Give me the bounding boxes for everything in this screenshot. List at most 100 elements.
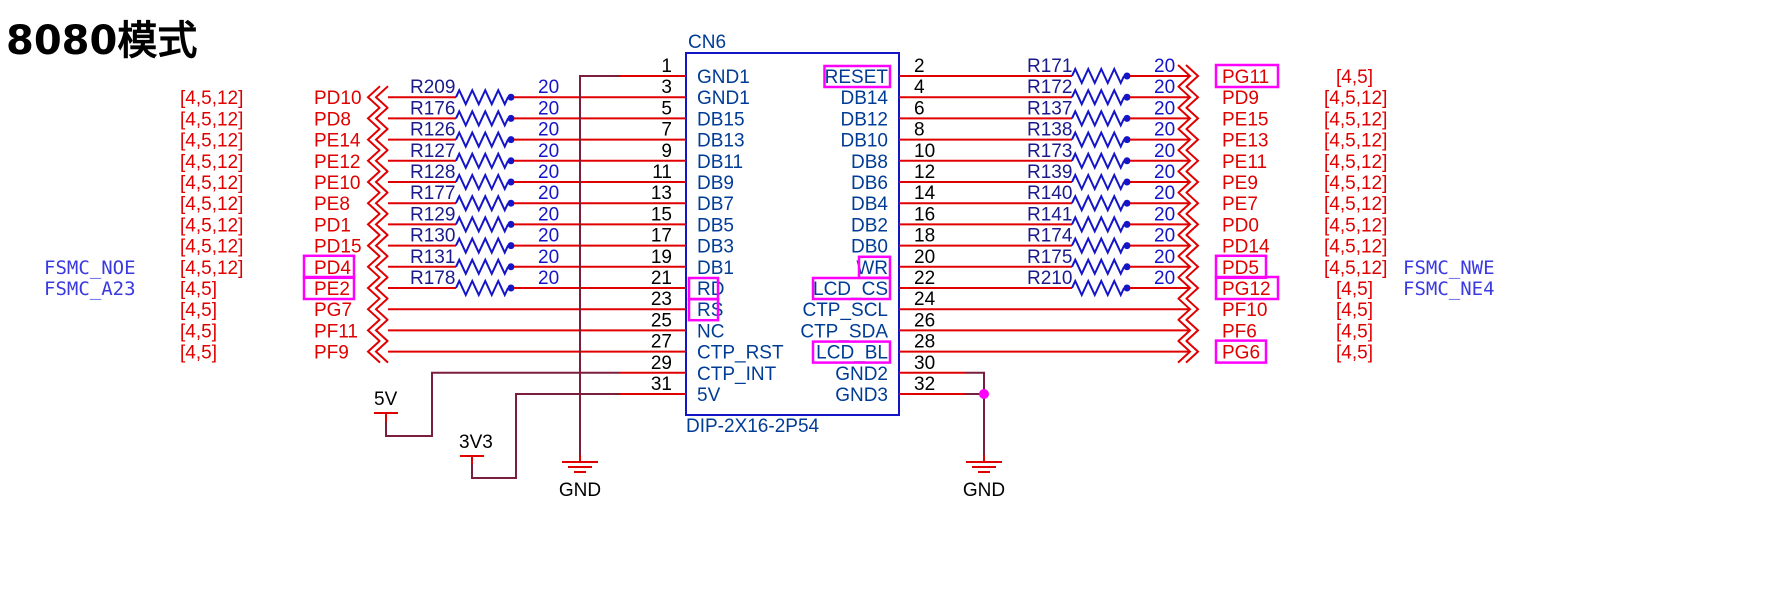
- sheet-ref: [4,5]: [1336, 343, 1373, 364]
- power-5v-label: 5V: [374, 389, 398, 410]
- pin-number: 15: [651, 204, 672, 225]
- resistor-ref: R139: [1027, 162, 1072, 183]
- power-5v-wire: [385, 371, 620, 437]
- resistor-ref: R137: [1027, 98, 1072, 119]
- resistor-terminal-dot: [1123, 114, 1131, 122]
- net-label: PD5: [1222, 258, 1259, 279]
- pin-number: 10: [914, 141, 935, 162]
- net-label: PD1: [314, 215, 351, 236]
- pin-name: DB3: [697, 237, 734, 258]
- pin-number: 20: [914, 247, 935, 268]
- resistor-value: 20: [1154, 120, 1175, 141]
- resistor-symbol: [455, 193, 509, 213]
- pin-number: 27: [651, 332, 672, 353]
- resistor-terminal-dot: [507, 93, 515, 101]
- resistor-value: 20: [538, 183, 559, 204]
- resistor-symbol: [1071, 109, 1125, 128]
- power-3v3-label: 3V3: [459, 432, 493, 453]
- pin-number: 28: [914, 332, 935, 353]
- sheet-ref: [4,5,12]: [180, 237, 243, 258]
- pin-name: GND1: [697, 88, 750, 109]
- pin-number: 23: [651, 289, 672, 310]
- sheet-ref: [4,5,12]: [1324, 88, 1387, 109]
- net-port-chevron: [366, 85, 389, 109]
- resistor-symbol: [455, 109, 509, 128]
- resistor-value: 20: [538, 98, 559, 119]
- pin-name: DB10: [840, 131, 888, 152]
- gnd-wire: [965, 371, 985, 455]
- page-title: 8080模式: [6, 18, 198, 64]
- net-port-chevron: [366, 233, 389, 258]
- resistor-ref: R173: [1027, 141, 1072, 162]
- resistor-value: 20: [538, 204, 559, 225]
- pin-highlight-box: [811, 276, 892, 301]
- resistor-value: 20: [538, 77, 559, 98]
- resistor-symbol: [455, 215, 509, 234]
- pin-number: 17: [651, 226, 672, 247]
- net-label: PG7: [314, 300, 352, 321]
- sheet-ref: [4,5]: [180, 300, 217, 321]
- resistor-symbol: [1071, 236, 1125, 255]
- net-port-chevron: [366, 170, 389, 194]
- fsmc-signal-label: FSMC_NOE: [44, 257, 136, 279]
- resistor-value: 20: [1154, 77, 1175, 98]
- sheet-ref: [4,5,12]: [1324, 237, 1387, 258]
- pin-number: 22: [914, 268, 935, 289]
- fsmc-signal-label: FSMC_A23: [44, 278, 136, 300]
- resistor-terminal-dot: [507, 263, 515, 271]
- resistor-terminal-dot: [507, 157, 515, 165]
- pin-name: DB13: [697, 131, 745, 152]
- resistor-terminal-dot: [1123, 93, 1131, 101]
- resistor-value: 20: [1154, 247, 1175, 268]
- resistor-terminal-dot: [507, 242, 515, 250]
- pin-number: 14: [914, 183, 936, 204]
- pin-number: 24: [914, 289, 936, 310]
- resistor-value: 20: [1154, 204, 1175, 225]
- pin-number: 21: [651, 268, 672, 289]
- resistor-symbol: [455, 130, 509, 149]
- pin-name: DB4: [851, 194, 888, 215]
- pin-number: 25: [651, 310, 672, 331]
- connector-body: [685, 52, 900, 416]
- connector-part: DIP-2X16-2P54: [686, 416, 820, 437]
- pin-name: DB14: [840, 88, 888, 109]
- net-port-chevron: [366, 297, 389, 321]
- net-port-chevron: [366, 318, 389, 343]
- sheet-ref: [4,5,12]: [180, 152, 243, 173]
- pin-number: 18: [914, 226, 935, 247]
- pin-number: 29: [651, 353, 672, 374]
- pin-number: 5: [661, 98, 672, 119]
- net-label: PD15: [314, 237, 362, 258]
- resistor-terminal-dot: [507, 114, 515, 122]
- pin-name: NC: [697, 321, 724, 342]
- pin-name: GND1: [697, 67, 750, 88]
- pin-number: 6: [914, 98, 925, 119]
- pin-number: 4: [914, 77, 925, 98]
- resistor-terminal-dot: [1123, 136, 1131, 144]
- pin-name: LCD_CS: [813, 279, 888, 300]
- resistor-ref: R126: [410, 120, 455, 141]
- resistor-symbol: [455, 278, 509, 298]
- resistor-symbol: [1071, 130, 1125, 149]
- sheet-ref: [4,5,12]: [1324, 258, 1387, 279]
- pin-number: 19: [651, 247, 672, 268]
- net-label: PE2: [314, 279, 350, 300]
- resistor-ref: R177: [410, 183, 455, 204]
- net-label: PF11: [314, 321, 358, 342]
- pin-number: 16: [914, 204, 935, 225]
- net-label: PE14: [314, 131, 361, 152]
- sheet-ref: [4,5]: [1336, 279, 1373, 300]
- net-label: PE7: [1222, 194, 1258, 215]
- resistor-terminal-dot: [507, 178, 515, 186]
- net-label: PG12: [1222, 279, 1271, 300]
- pin-name: 5V: [697, 385, 721, 406]
- net-label: PG6: [1222, 343, 1260, 364]
- sheet-ref: [4,5,12]: [180, 215, 243, 236]
- pin-name: RD: [697, 279, 724, 300]
- sheet-ref: [4,5]: [180, 343, 217, 364]
- resistor-value: 20: [1154, 98, 1175, 119]
- power-3v3-wire: [471, 393, 620, 479]
- resistor-ref: R129: [410, 204, 455, 225]
- resistor-value: 20: [538, 120, 559, 141]
- pin-number: 1: [661, 56, 672, 77]
